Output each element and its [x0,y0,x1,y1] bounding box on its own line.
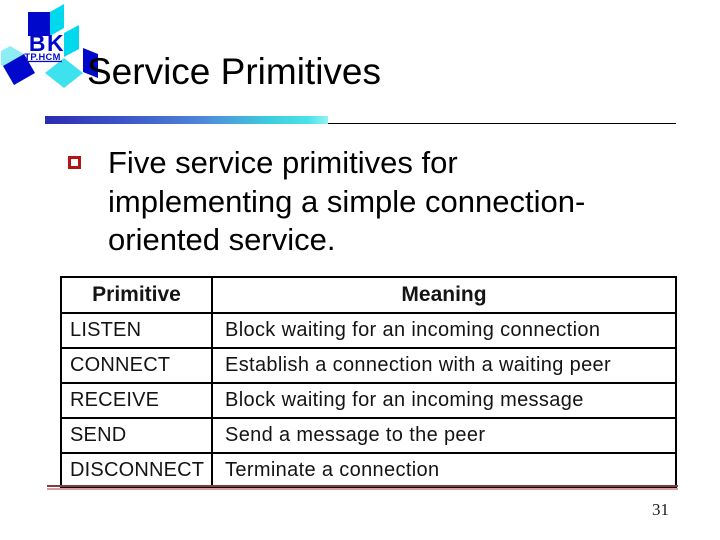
table-header-primitive: Primitive [60,276,213,314]
bullet-square-icon [68,156,81,169]
bk-tphcm-logo-icon: BK TP.HCM [1,4,98,88]
primitives-table: Primitive Meaning LISTEN Block waiting f… [60,276,677,489]
meaning-cell: Block waiting for an incoming message [211,382,677,419]
logo-bk-text: BK [29,30,65,56]
table-row: DISCONNECT Terminate a connection [60,452,677,489]
logo-right-cube-top [45,58,83,88]
logo-right-cube-face [83,48,98,78]
table-row: SEND Send a message to the peer [60,417,677,454]
primitives-table-wrapper: Primitive Meaning LISTEN Block waiting f… [60,276,677,489]
title-gradient-bar [45,115,328,124]
logo-underline [22,60,62,63]
table-header-meaning: Meaning [211,276,677,314]
page-number: 31 [652,500,669,519]
logo-tphcm-text: TP.HCM [24,52,60,62]
bullet-text: Five service primitives for implementing… [108,145,586,257]
footer-rule-light [47,488,678,490]
meaning-cell: Terminate a connection [211,452,677,489]
table-header-row: Primitive Meaning [60,276,677,314]
primitive-cell: CONNECT [60,347,213,384]
logo-top-cube-face [28,12,50,36]
meaning-cell: Block waiting for an incoming connection [211,312,677,349]
primitive-cell: RECEIVE [60,382,213,419]
footer-rule-dark [47,485,678,487]
logo-left-cube-top [1,46,24,66]
title-rule-line [47,122,676,125]
primitive-cell: DISCONNECT [60,452,213,489]
table-row: CONNECT Establish a connection with a wa… [60,347,677,384]
logo-right-cube-side [64,25,79,57]
table-row: RECEIVE Block waiting for an incoming me… [60,382,677,419]
primitive-cell: SEND [60,417,213,454]
meaning-cell: Establish a connection with a waiting pe… [211,347,677,384]
primitive-cell: LISTEN [60,312,213,349]
logo-top-cube-side [50,4,64,36]
meaning-cell: Send a message to the peer [211,417,677,454]
slide-title: Service Primitives [87,51,381,92]
table-row: LISTEN Block waiting for an incoming con… [60,312,677,349]
